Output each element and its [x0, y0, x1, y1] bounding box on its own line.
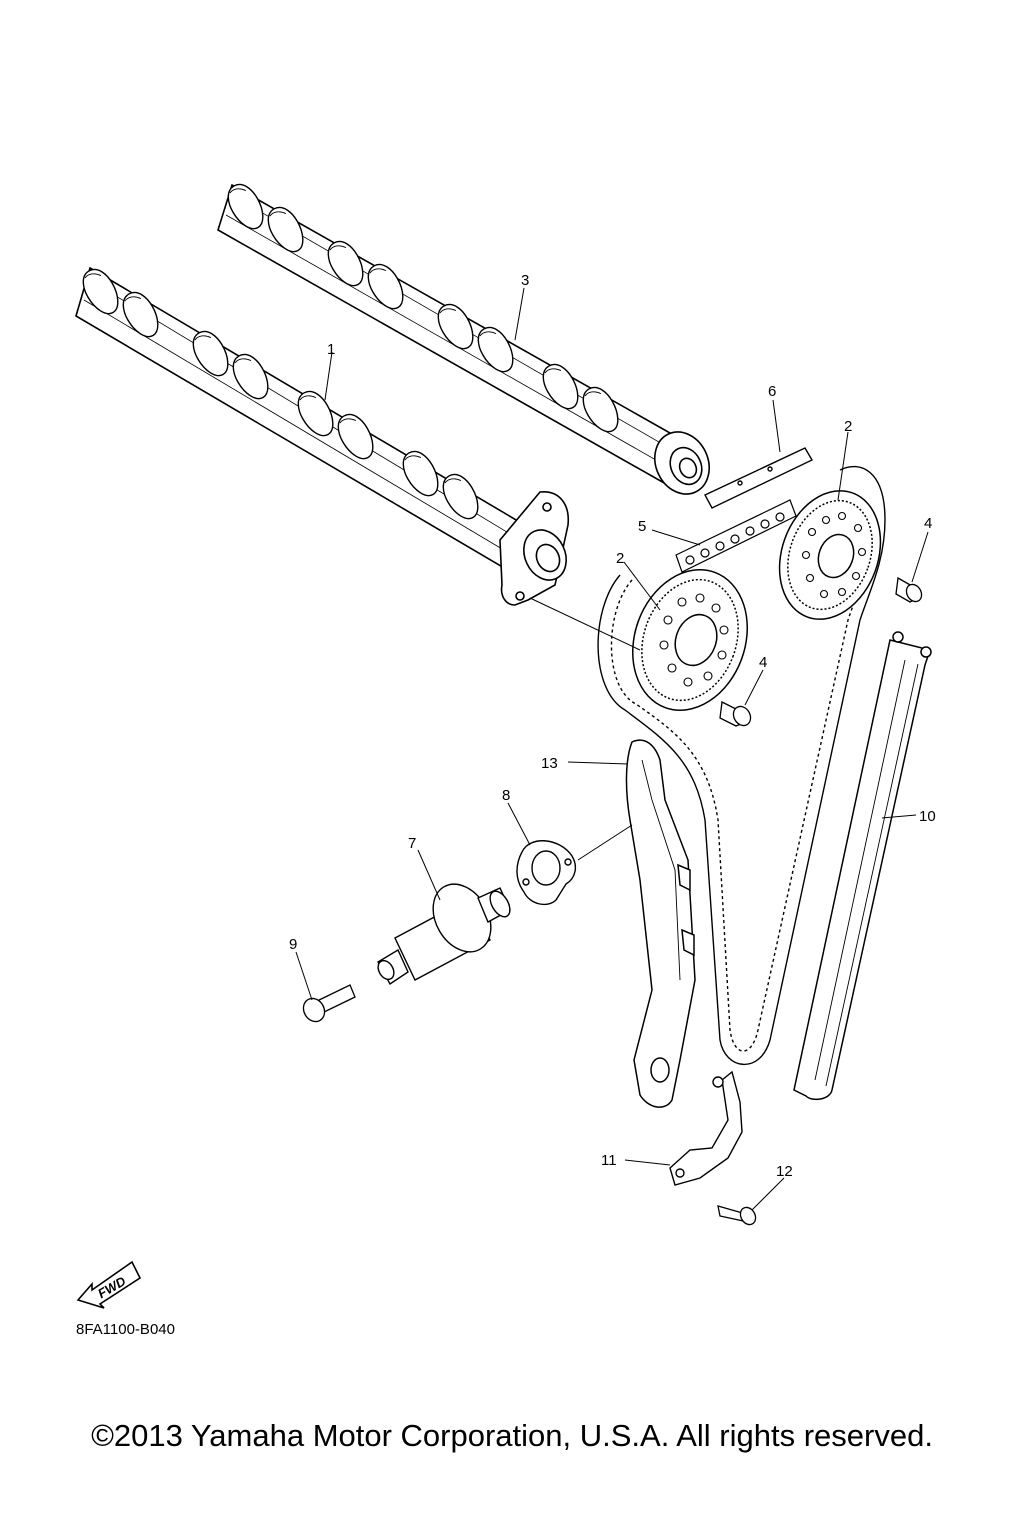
callout-4-right: 4 [924, 515, 932, 532]
leader-lines [295, 287, 929, 1211]
callout-12: 12 [776, 1163, 793, 1180]
callout-3: 3 [521, 272, 529, 289]
callout-11: 11 [601, 1152, 617, 1169]
cam-sprocket-left [632, 569, 748, 711]
callout-8: 8 [502, 787, 510, 804]
copyright-notice: ©2013 Yamaha Motor Corporation, U.S.A. A… [91, 1418, 933, 1453]
chain-guide-6 [704, 447, 813, 509]
callout-9: 9 [289, 936, 297, 953]
cam-sprocket-right [778, 490, 882, 620]
callout-2-left: 2 [616, 550, 624, 567]
camshaft-1-journal [499, 491, 569, 606]
chain-tensioner-7 [377, 883, 511, 986]
chain-guide-13 [625, 739, 696, 1108]
callout-10: 10 [919, 808, 936, 825]
callout-6: 6 [768, 383, 776, 400]
callout-4-left: 4 [759, 654, 767, 671]
bracket-bolt-12 [717, 1205, 757, 1226]
tensioner-bolt-9 [302, 984, 356, 1023]
camshaft-3-journal [654, 431, 710, 495]
chain-section-5 [675, 499, 797, 573]
sprocket-bolt-right [895, 576, 923, 603]
forward-arrow-icon: FWD [76, 1260, 142, 1309]
callout-7: 7 [408, 835, 416, 852]
guide-bracket-11 [669, 1070, 743, 1186]
callout-13: 13 [541, 755, 558, 772]
callout-1: 1 [327, 341, 335, 358]
gasket-8 [516, 840, 577, 906]
callout-2-right: 2 [844, 418, 852, 435]
chain-guide-10 [793, 631, 932, 1101]
diagram-code: 8FA1100-B040 [76, 1321, 175, 1338]
callout-5: 5 [638, 518, 646, 535]
sprocket-bolt-left [719, 701, 752, 727]
